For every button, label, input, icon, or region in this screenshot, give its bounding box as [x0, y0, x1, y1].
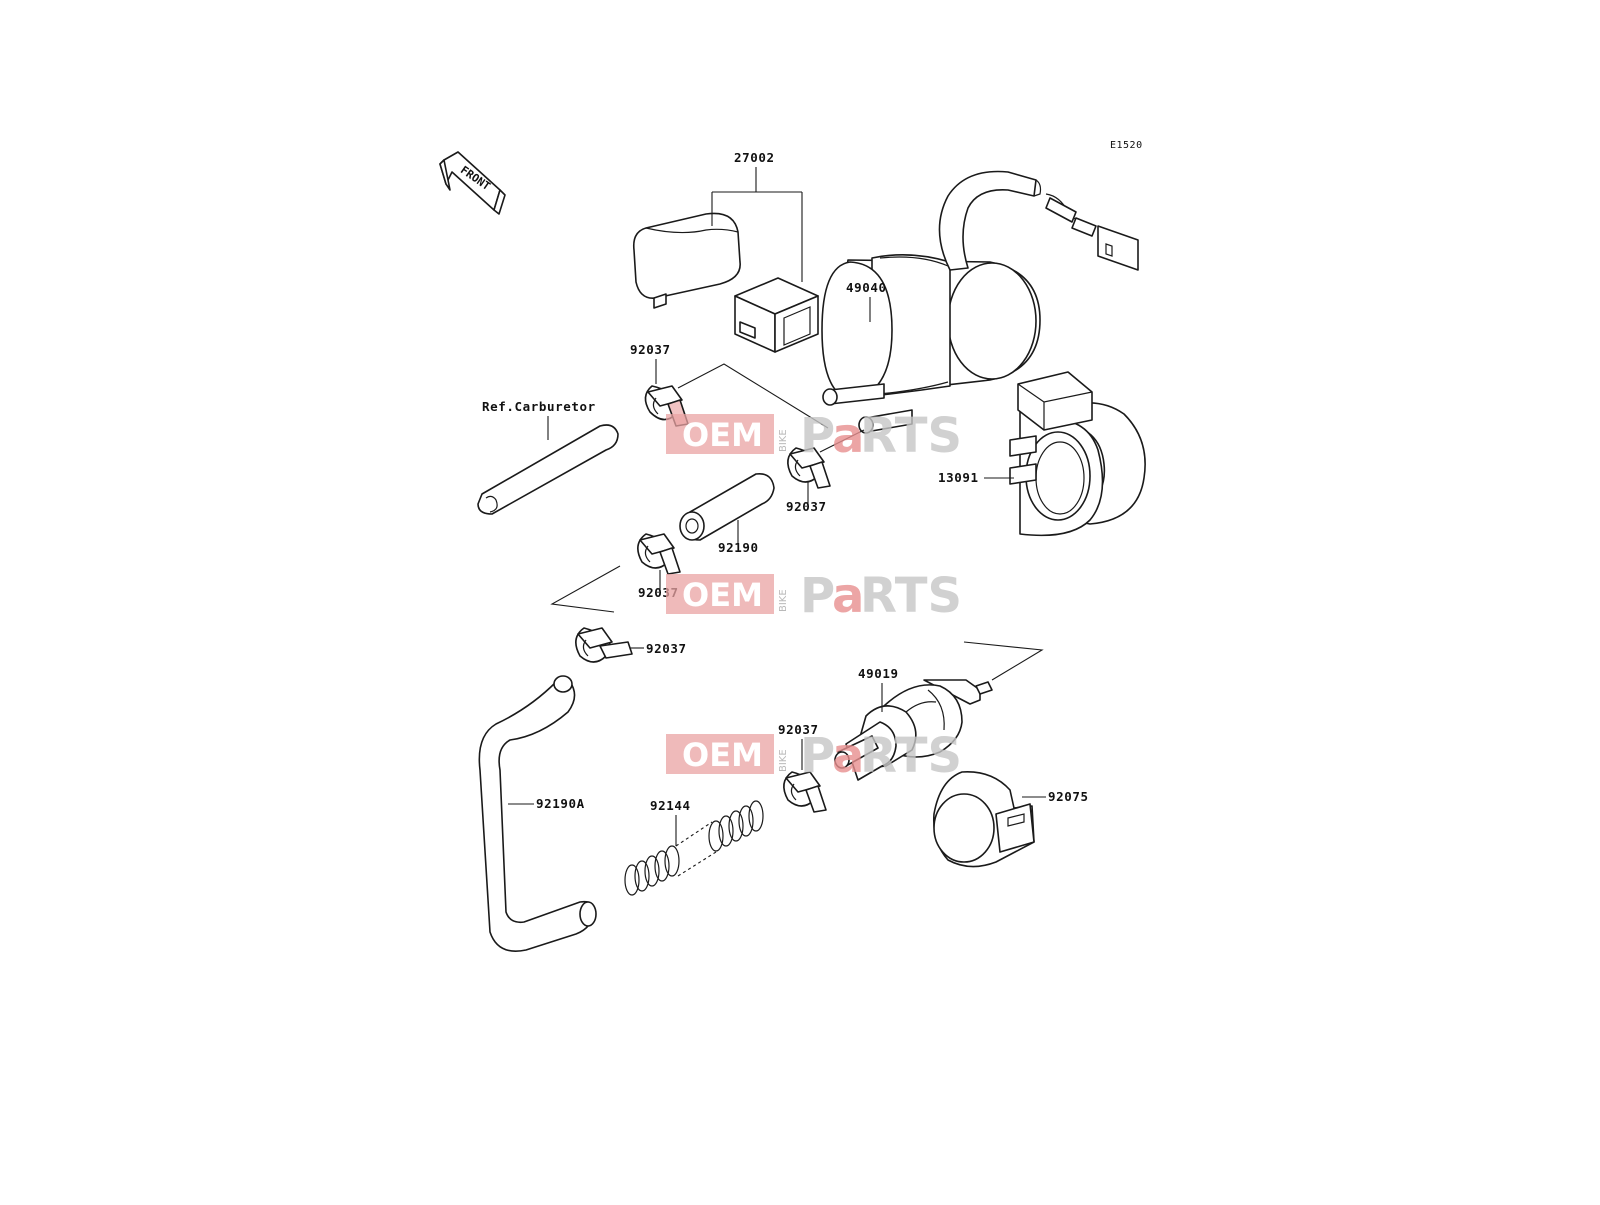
- svg-text:BIKE: BIKE: [778, 429, 789, 452]
- fuel-pump-49040[interactable]: [821, 170, 1139, 434]
- label-92037-5: 92037: [778, 722, 819, 737]
- hose-92190a[interactable]: [478, 675, 597, 952]
- connector-27002[interactable]: [734, 277, 819, 353]
- hose-92190[interactable]: [679, 472, 775, 541]
- watermark-1: OEM BIKE P a RTS: [666, 408, 962, 464]
- label-92037-2: 92037: [786, 499, 827, 514]
- bracket-13091[interactable]: [1009, 371, 1146, 537]
- svg-text:BIKE: BIKE: [778, 749, 789, 772]
- svg-text:RTS: RTS: [860, 568, 962, 624]
- svg-text:P: P: [800, 568, 835, 624]
- clamp-92037-3[interactable]: [637, 533, 681, 575]
- svg-text:P: P: [800, 728, 835, 784]
- relay-27002[interactable]: [632, 212, 741, 309]
- svg-text:P: P: [800, 408, 835, 464]
- holder-92075[interactable]: [932, 771, 1035, 868]
- label-92190a: 92190A: [536, 796, 585, 811]
- clamp-92037-5[interactable]: [783, 771, 827, 813]
- watermark-3: OEM BIKE P a RTS: [666, 728, 962, 784]
- svg-text:OEM: OEM: [682, 416, 763, 454]
- svg-text:BIKE: BIKE: [778, 589, 789, 612]
- label-49040: 49040: [846, 280, 887, 295]
- svg-text:a: a: [832, 408, 864, 464]
- svg-text:a: a: [832, 728, 864, 784]
- label-49019: 49019: [858, 666, 899, 681]
- connect-line-3: [550, 565, 621, 613]
- diagram-code: E1520: [1110, 140, 1143, 151]
- ref-carburetor-label: Ref.Carburetor: [482, 399, 596, 414]
- front-arrow-icon: FRONT: [439, 151, 506, 215]
- leader-27002: [711, 167, 803, 282]
- watermark-2: OEM BIKE P a RTS: [666, 568, 962, 624]
- label-92190: 92190: [718, 540, 759, 555]
- svg-text:OEM: OEM: [682, 736, 763, 774]
- svg-text:RTS: RTS: [860, 728, 962, 784]
- svg-text:a: a: [832, 568, 864, 624]
- fuel-filter-49019[interactable]: [834, 679, 993, 781]
- connect-line-2: [819, 429, 865, 453]
- label-92037-4: 92037: [646, 641, 687, 656]
- connect-line-1: [677, 363, 829, 429]
- clamp-92037-2[interactable]: [787, 447, 831, 489]
- carburetor-hose: [477, 424, 619, 515]
- spring-92144[interactable]: [624, 800, 764, 896]
- connect-line-4: [963, 641, 1044, 681]
- label-92037-1: 92037: [630, 342, 671, 357]
- label-92075: 92075: [1048, 789, 1089, 804]
- svg-text:RTS: RTS: [860, 408, 962, 464]
- label-13091: 13091: [938, 470, 979, 485]
- svg-text:OEM: OEM: [682, 576, 763, 614]
- clamp-92037-4[interactable]: [575, 627, 633, 663]
- label-92144: 92144: [650, 798, 691, 813]
- label-27002: 27002: [734, 150, 775, 165]
